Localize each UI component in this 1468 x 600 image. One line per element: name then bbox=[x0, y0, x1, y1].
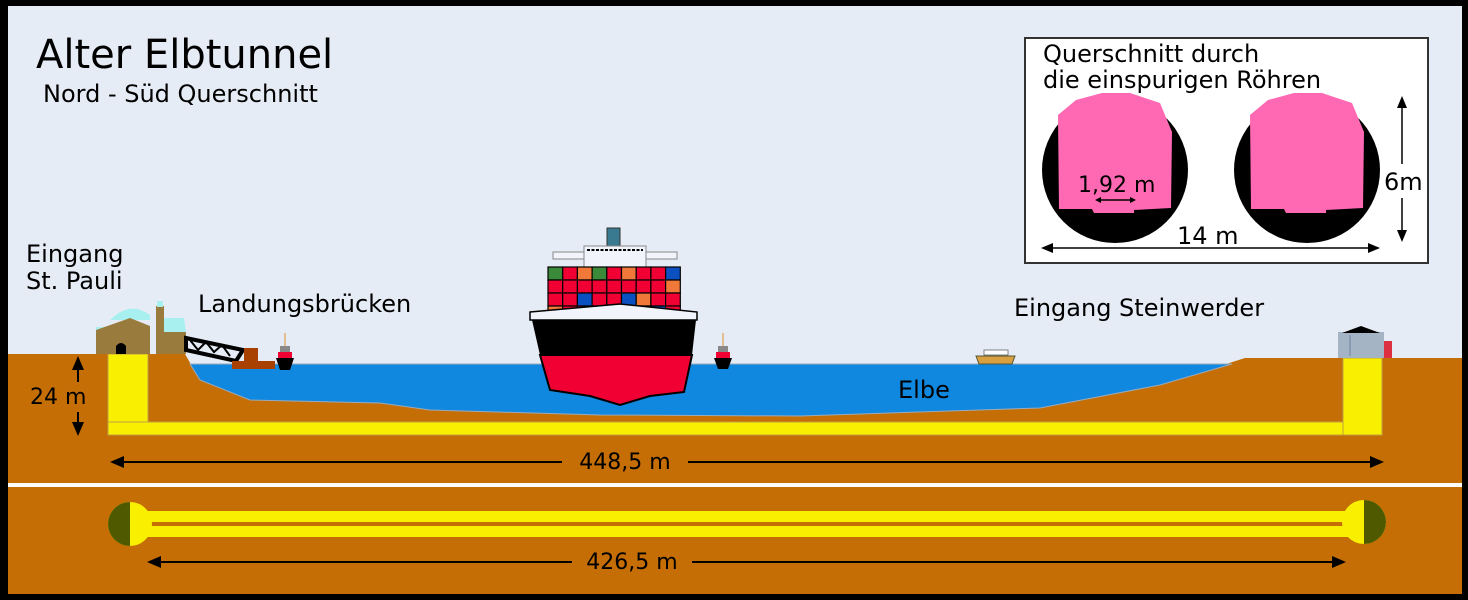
container bbox=[547, 292, 564, 307]
label-entrance-south: Eingang Steinwerder bbox=[1014, 294, 1264, 322]
inset-total-width: 14 m bbox=[1177, 222, 1239, 250]
label-landungsbruecken: Landungsbrücken bbox=[198, 290, 411, 318]
cross-section-inset bbox=[1024, 37, 1429, 264]
container bbox=[562, 279, 579, 294]
label-river: Elbe bbox=[898, 376, 950, 404]
label-entrance-north-1: Eingang bbox=[26, 240, 123, 268]
container bbox=[606, 279, 623, 294]
separator-line bbox=[8, 483, 1462, 487]
container bbox=[635, 266, 652, 281]
label-entrance-north-2: St. Pauli bbox=[26, 267, 123, 295]
container bbox=[650, 266, 667, 281]
dimension-arrows bbox=[72, 356, 1384, 568]
container bbox=[562, 266, 579, 281]
label-length-top: 448,5 m bbox=[579, 450, 670, 475]
label-length-bottom: 426,5 m bbox=[586, 550, 677, 575]
container bbox=[547, 266, 564, 281]
steinwerder-building bbox=[1338, 326, 1392, 358]
container bbox=[591, 292, 608, 307]
river-elbe bbox=[189, 363, 1233, 417]
label-depth: 24 m bbox=[30, 385, 86, 410]
container bbox=[664, 266, 681, 281]
st-pauli-building bbox=[96, 301, 186, 354]
container bbox=[664, 292, 681, 307]
container bbox=[635, 279, 652, 294]
container bbox=[635, 292, 652, 307]
container bbox=[650, 279, 667, 294]
container bbox=[562, 292, 579, 307]
page-subtitle: Nord - Süd Querschnitt bbox=[43, 80, 318, 108]
container-ship bbox=[529, 227, 698, 407]
container bbox=[650, 292, 667, 307]
tugboat-right bbox=[714, 333, 732, 369]
container bbox=[547, 279, 564, 294]
tunnel-profile bbox=[107, 353, 1383, 436]
landungsbruecken-pier bbox=[184, 335, 275, 369]
container bbox=[620, 279, 637, 294]
ferry bbox=[975, 349, 1016, 365]
inset-title-1: Querschnitt durch bbox=[1043, 40, 1259, 68]
container bbox=[576, 292, 593, 307]
inset-title-2: die einspurigen Röhren bbox=[1043, 66, 1321, 94]
tugboat-left bbox=[276, 333, 294, 370]
container bbox=[576, 266, 593, 281]
container bbox=[591, 266, 608, 281]
container bbox=[591, 279, 608, 294]
container bbox=[576, 279, 593, 294]
container bbox=[664, 279, 681, 294]
tunnel-plan-view bbox=[108, 500, 1386, 546]
inset-lane-width: 1,92 m bbox=[1078, 173, 1155, 198]
container bbox=[606, 266, 623, 281]
container bbox=[620, 266, 637, 281]
page-title: Alter Elbtunnel bbox=[36, 32, 333, 78]
inset-height: 6m bbox=[1384, 168, 1423, 196]
